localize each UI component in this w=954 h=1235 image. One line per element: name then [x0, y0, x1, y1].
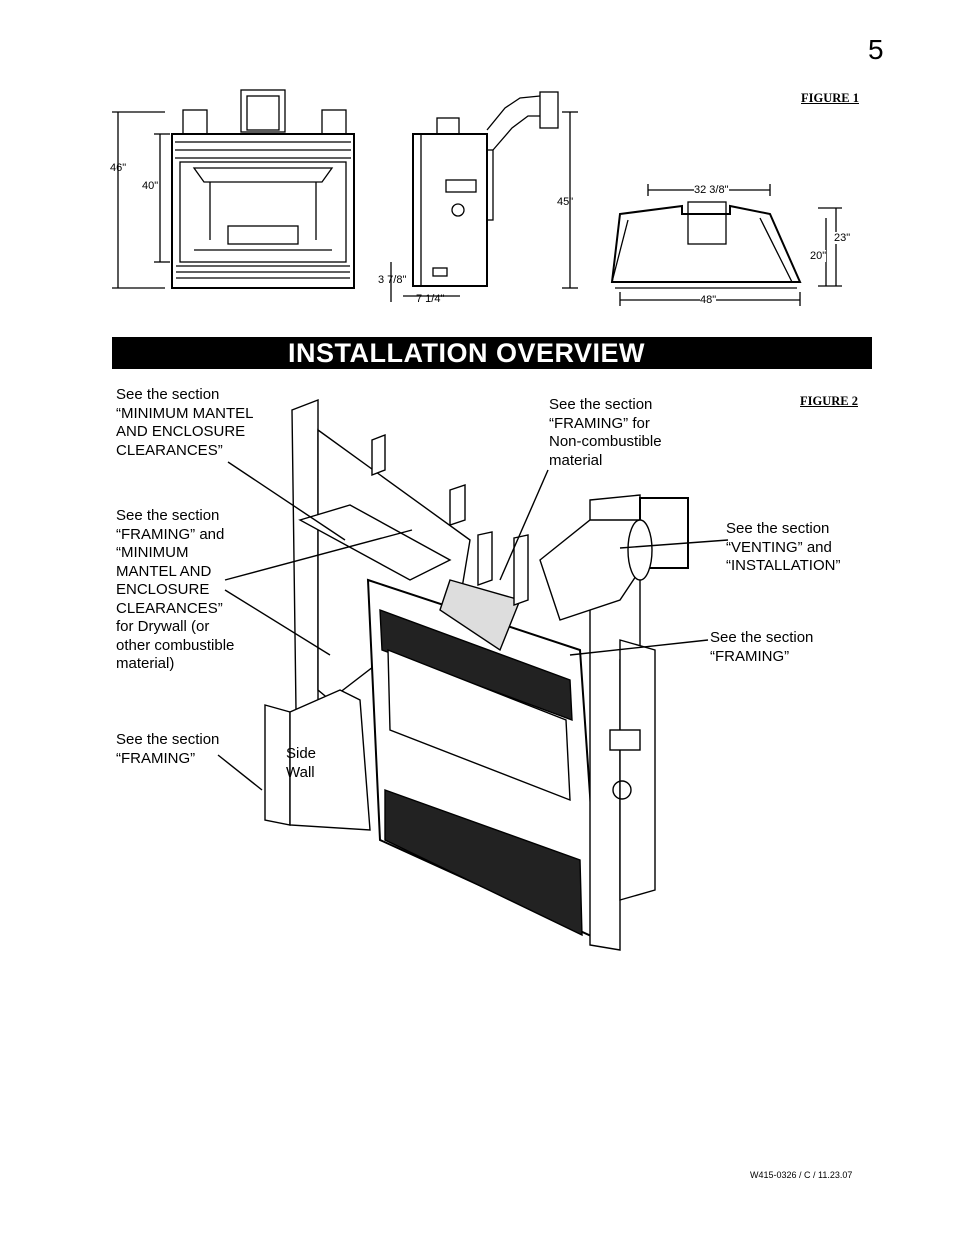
dim-side-height: 45" — [557, 196, 574, 208]
section-title-banner: INSTALLATION OVERVIEW — [112, 337, 872, 369]
top-view — [610, 184, 842, 306]
dim-top-depth-inner: 20" — [810, 250, 827, 262]
page-number: 5 — [868, 34, 884, 65]
side-wall-label: Side Wall — [286, 745, 317, 781]
front-view — [112, 89, 355, 289]
document-code: W415-0326 / C / 11.23.07 — [750, 1170, 853, 1180]
dim-side-depth: 7 1/4" — [416, 293, 445, 305]
side-view — [390, 91, 578, 302]
figure-1-label: FIGURE 1 — [801, 91, 859, 105]
dim-top-width-back: 32 3/8" — [694, 184, 729, 196]
dim-top-depth-outer: 23" — [834, 232, 851, 244]
dim-side-bottom-offset: 3 7/8" — [378, 274, 407, 286]
callout-framing-right: See the section “FRAMING” — [710, 629, 814, 665]
callout-framing-noncombustible: See the section “FRAMING” for Non-combus… — [549, 396, 662, 469]
callout-framing-left: See the section “FRAMING” — [116, 731, 220, 767]
dim-front-height-inner: 40" — [142, 180, 159, 192]
callout-venting: See the section “VENTING” and “INSTALLAT… — [726, 520, 841, 574]
dim-front-height-outer: 46" — [110, 162, 127, 174]
dim-top-width-front: 48" — [700, 294, 717, 306]
figure-1-drawing — [112, 89, 842, 306]
callout-mantel-clearances: See the section “MINIMUM MANTEL AND ENCL… — [116, 386, 254, 459]
callout-drywall: See the section “FRAMING” and “MINIMUM M… — [116, 507, 235, 672]
figure-2-label: FIGURE 2 — [800, 394, 858, 408]
